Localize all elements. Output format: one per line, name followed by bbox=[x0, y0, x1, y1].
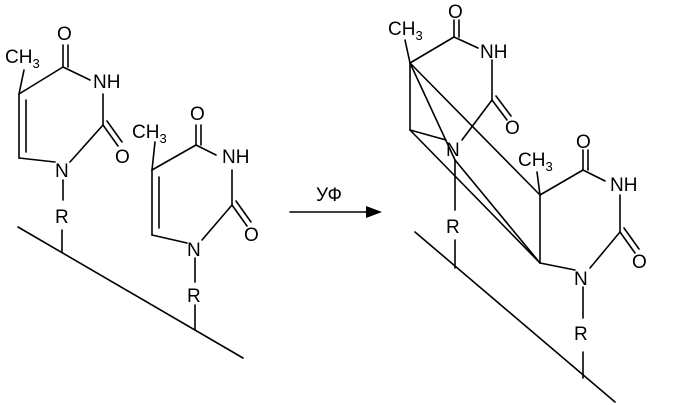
dna-backbone-left bbox=[17, 226, 244, 359]
r-label-2: R bbox=[187, 286, 201, 307]
oxygen-label-2a: O bbox=[190, 104, 205, 125]
nh-label-2: NH bbox=[222, 147, 249, 168]
r-label-3: R bbox=[446, 217, 460, 238]
nitrogen-label-1: N bbox=[55, 161, 69, 182]
thymine-2 bbox=[151, 124, 252, 283]
oxygen-label-4a: O bbox=[576, 132, 591, 153]
dimer-thymine-upper bbox=[404, 19, 512, 211]
nh-label-4: NH bbox=[610, 175, 637, 196]
dna-backbone-right bbox=[414, 231, 616, 403]
oxygen-label-4b: O bbox=[632, 252, 647, 273]
oxygen-label-1a: O bbox=[57, 24, 72, 45]
cyclobutane-bridge bbox=[409, 62, 541, 264]
nh-label-1: NH bbox=[93, 72, 120, 93]
oxygen-label-3a: O bbox=[448, 2, 463, 23]
oxygen-label-3b: O bbox=[505, 118, 520, 139]
product-group: CH3 O NH O N R CH3 O NH O N R bbox=[388, 2, 647, 403]
methyl-label-1: CH3 bbox=[5, 47, 40, 71]
reactant-group: CH3 O NH O N R CH3 O NH O N R bbox=[5, 24, 259, 359]
nh-label-3: NH bbox=[480, 42, 507, 63]
oxygen-label-1b: O bbox=[115, 147, 130, 168]
arrow-head bbox=[366, 206, 382, 218]
methyl-label-2: CH3 bbox=[132, 122, 167, 146]
methyl-label-3: CH3 bbox=[388, 19, 423, 43]
thymine-1 bbox=[18, 44, 123, 201]
nitrogen-label-4: N bbox=[574, 269, 588, 290]
arrow-label: УФ bbox=[316, 185, 342, 206]
methyl-label-4: CH3 bbox=[518, 150, 553, 174]
nitrogen-label-2: N bbox=[187, 240, 201, 261]
oxygen-label-2b: O bbox=[244, 225, 259, 246]
r-label-1: R bbox=[55, 207, 69, 228]
nitrogen-label-3: N bbox=[446, 140, 460, 161]
dimer-thymine-lower bbox=[536, 149, 640, 319]
r-label-4: R bbox=[574, 324, 588, 345]
reaction-arrow: УФ bbox=[289, 185, 382, 218]
